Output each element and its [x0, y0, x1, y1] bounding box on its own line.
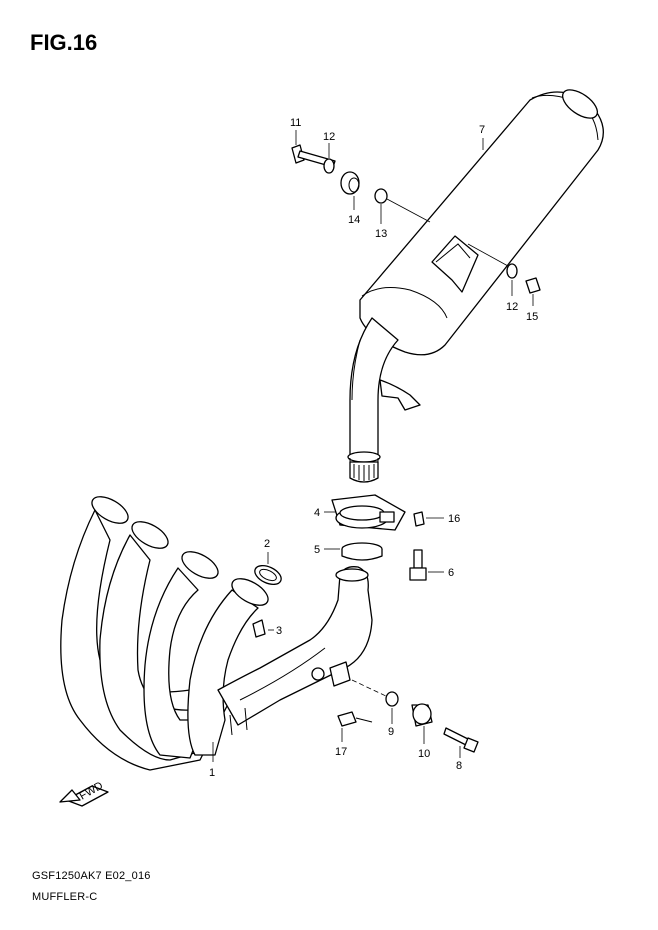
bolt-6 — [409, 549, 427, 581]
callout-12-lower: 12 — [506, 301, 518, 313]
callout-16: 16 — [448, 513, 460, 525]
callout-8: 8 — [456, 760, 462, 772]
callout-13: 13 — [375, 228, 387, 240]
stud-3 — [252, 619, 266, 638]
callout-4: 4 — [314, 507, 320, 519]
callout-10: 10 — [418, 748, 430, 760]
callout-17: 17 — [335, 746, 347, 758]
callout-9: 9 — [388, 726, 394, 738]
callout-12-upper: 12 — [323, 131, 335, 143]
figure-name: MUFFLER-C — [32, 891, 98, 903]
callout-11: 11 — [290, 117, 301, 129]
callout-3: 3 — [276, 625, 282, 637]
callout-5: 5 — [314, 544, 320, 556]
upper-mount-hardware — [291, 144, 541, 294]
callout-2: 2 — [264, 538, 270, 550]
callout-7: 7 — [479, 124, 485, 136]
callout-6: 6 — [448, 567, 454, 579]
muffler-silencer — [347, 89, 604, 483]
lower-mount-hardware — [311, 661, 479, 753]
clamp-assembly — [331, 494, 425, 561]
figure-code: GSF1250AK7 E02_016 — [32, 870, 151, 882]
callouts: 1 2 3 4 5 6 7 8 9 10 11 12 12 1 — [209, 117, 538, 779]
callout-14: 14 — [348, 214, 360, 226]
figure-title: FIG.16 — [30, 30, 98, 55]
callout-15: 15 — [526, 311, 538, 323]
exhaust-header — [60, 496, 373, 771]
callout-1: 1 — [209, 767, 215, 779]
fwd-arrow-icon: FWD — [59, 780, 109, 807]
